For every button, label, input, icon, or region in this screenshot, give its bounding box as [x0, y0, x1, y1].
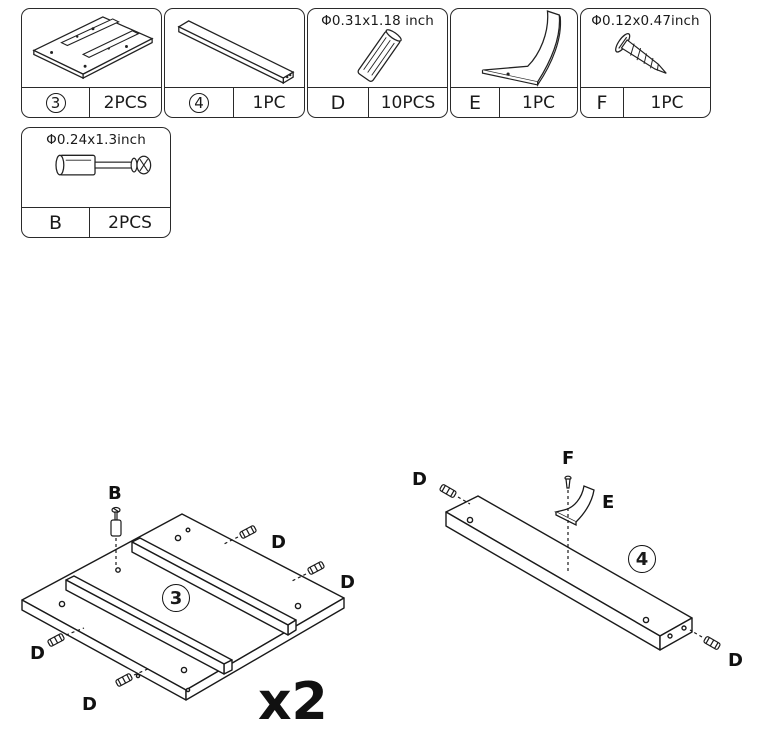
part-qty: 2PCS	[108, 212, 152, 233]
part-card-e: E 1PC	[450, 8, 578, 118]
label-b: B	[108, 483, 122, 504]
bracket-thumbnail	[451, 9, 577, 88]
label-e: E	[602, 492, 615, 513]
label-d: D	[728, 650, 743, 671]
part-card-b: Φ0.24x1.3inch B 2PCS	[21, 127, 171, 238]
label-d: D	[30, 643, 45, 664]
bracket-e-illustration	[554, 485, 595, 527]
part-dimension: Φ0.12x0.47inch	[591, 13, 700, 29]
part-id: F	[581, 88, 624, 117]
cam-bolt-thumbnail	[22, 128, 170, 208]
part-qty: 1PC	[650, 92, 684, 113]
part-card-f: Φ0.12x0.47inch F 1PC	[580, 8, 711, 118]
quantity-multiplier: x2	[258, 672, 328, 732]
part-card-d: Φ0.31x1.18 inch D 10PCS	[307, 8, 448, 118]
screw-thumbnail	[581, 9, 710, 88]
part-id: 3	[45, 92, 66, 113]
part-qty: 2PCS	[103, 92, 148, 113]
part-card-4: 4 1PC	[164, 8, 305, 118]
cam-bolt-b-illustration	[110, 506, 122, 566]
panel-3-thumbnail	[22, 9, 161, 88]
part-card-3: 3 2PCS	[21, 8, 162, 118]
part-id: E	[451, 88, 500, 117]
part-qty: 1PC	[252, 92, 286, 113]
part-qty: 10PCS	[380, 92, 436, 113]
label-d: D	[82, 694, 97, 715]
panel-3-number: 3	[162, 584, 190, 612]
part-id: D	[308, 88, 369, 117]
part-qty: 1PC	[522, 92, 555, 113]
dowels-left	[47, 525, 325, 687]
board-4-illustration	[445, 495, 693, 651]
dowel-thumbnail	[308, 9, 447, 88]
part-dimension: Φ0.24x1.3inch	[46, 132, 146, 148]
part-dimension: Φ0.31x1.18 inch	[321, 13, 434, 29]
part-id: 4	[189, 92, 209, 113]
label-d: D	[340, 572, 355, 593]
board-4-thumbnail	[165, 9, 304, 88]
label-d: D	[271, 532, 286, 553]
board-4-number: 4	[628, 545, 656, 573]
label-d: D	[412, 469, 427, 490]
part-id: B	[22, 208, 90, 237]
dowels-right	[439, 484, 721, 650]
screw-f-illustration	[564, 475, 572, 572]
label-f: F	[562, 448, 575, 469]
